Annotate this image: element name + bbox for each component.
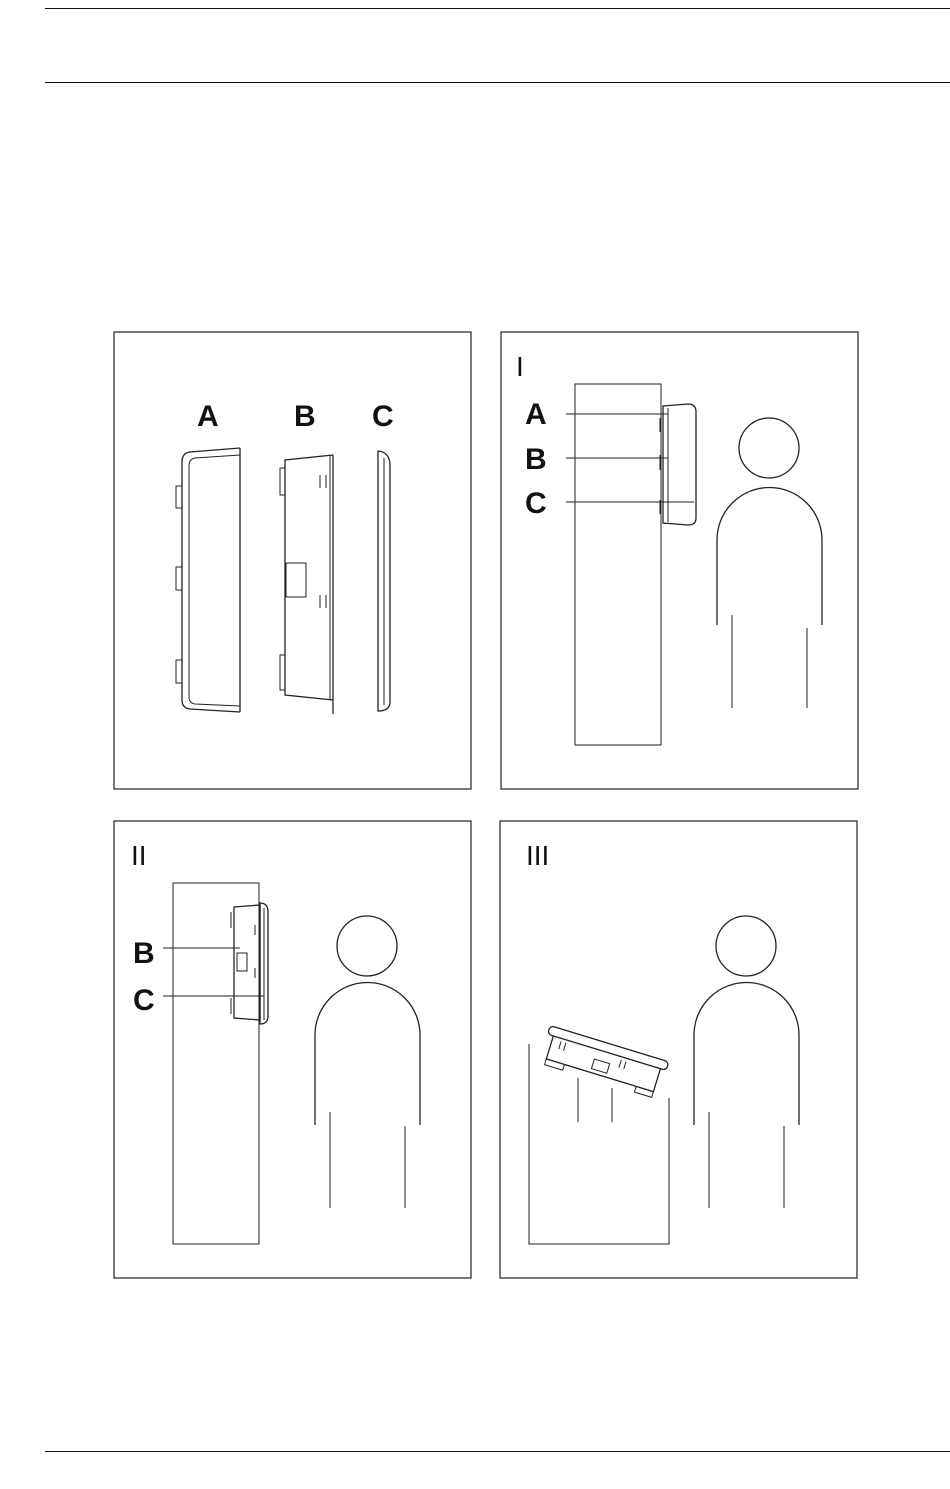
callout-c: C xyxy=(525,487,547,520)
person-figure xyxy=(694,916,799,1208)
person-figure xyxy=(315,916,420,1208)
step-label: I xyxy=(516,351,524,382)
assembled-unit xyxy=(660,404,696,525)
panel-step-2: II B C xyxy=(114,821,471,1278)
panel-step-1: I A B C xyxy=(501,332,858,789)
step-label: II xyxy=(131,840,147,871)
part-label-c: C xyxy=(372,400,394,433)
panel-step-3: III xyxy=(500,821,857,1278)
person-figure xyxy=(717,418,822,708)
wall-tilted-view xyxy=(529,1044,669,1244)
callout-a: A xyxy=(525,398,547,431)
callout-b: B xyxy=(133,937,155,970)
housing-and-base-mounted xyxy=(231,903,268,1024)
part-c-base-plate xyxy=(378,451,390,711)
tilted-unit xyxy=(539,1026,669,1100)
panel-frame xyxy=(501,332,858,789)
part-label-a: A xyxy=(197,400,219,433)
panel-frame xyxy=(114,821,471,1278)
step-label: III xyxy=(526,840,549,871)
callout-c: C xyxy=(133,984,155,1017)
part-label-b: B xyxy=(294,400,316,433)
part-a-front-cover xyxy=(176,448,240,712)
wall xyxy=(575,384,661,745)
wall xyxy=(173,883,259,1244)
panel-parts-overview: A B C xyxy=(114,332,471,789)
panel-frame xyxy=(114,332,471,789)
callout-b: B xyxy=(525,443,547,476)
panel-frame xyxy=(500,821,857,1278)
part-b-housing xyxy=(280,455,333,714)
